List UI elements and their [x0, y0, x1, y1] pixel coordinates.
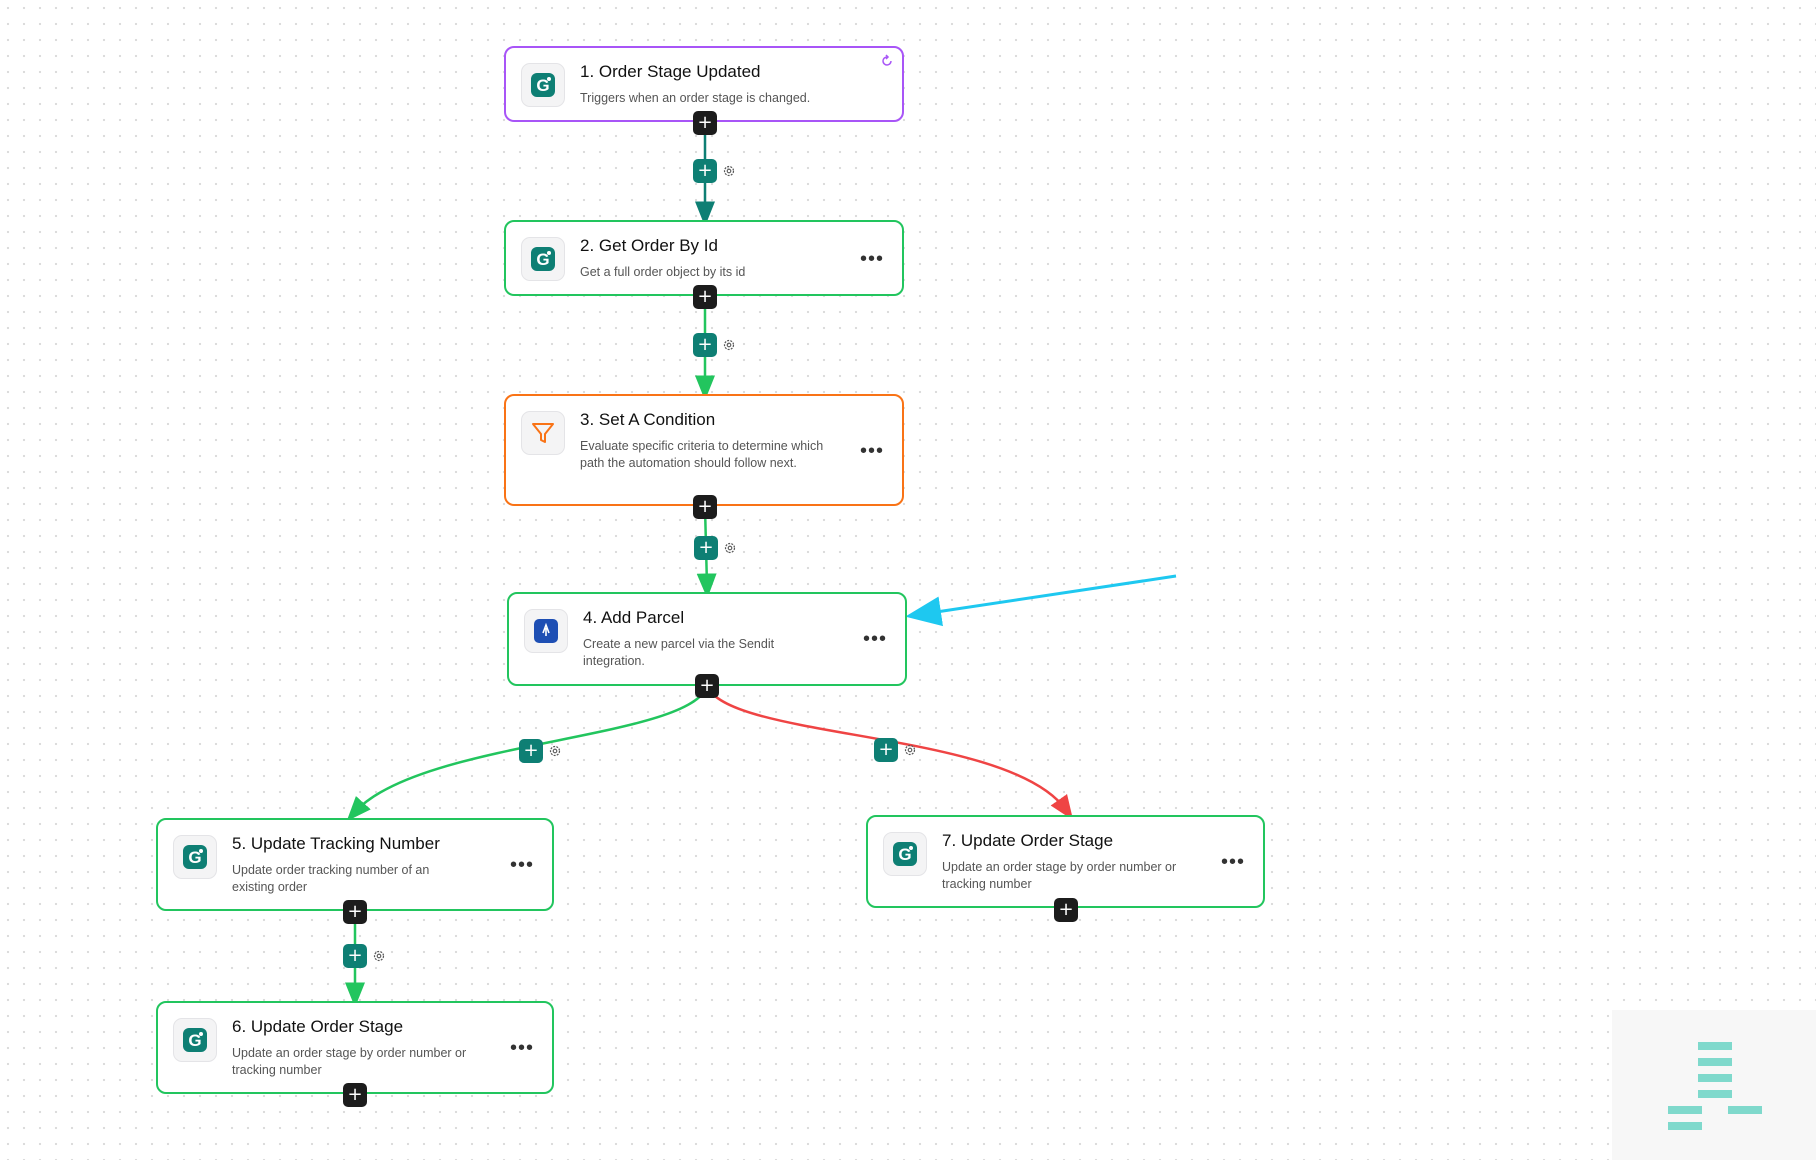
node-description: Evaluate specific criteria to determine …	[580, 439, 824, 470]
node-update-tracking-number[interactable]: G 5. Update Tracking Number Update order…	[156, 818, 554, 911]
add-step-button[interactable]: +	[693, 495, 717, 519]
minimap-node	[1698, 1058, 1732, 1066]
minimap-node	[1698, 1042, 1732, 1050]
app-g-icon: G	[173, 835, 217, 879]
node-update-order-stage-6[interactable]: G 6. Update Order Stage Update an order …	[156, 1001, 554, 1094]
node-title: 2. Get Order By Id	[580, 236, 718, 255]
app-g-icon: G	[173, 1018, 217, 1062]
more-options-icon[interactable]: •••	[509, 1037, 534, 1059]
add-step-button[interactable]: +	[693, 285, 717, 309]
sendit-icon	[524, 609, 568, 653]
annotation-arrow	[905, 574, 1177, 627]
node-title: 3. Set A Condition	[580, 410, 716, 429]
minimap[interactable]	[1612, 1010, 1816, 1160]
svg-text:G: G	[898, 845, 911, 864]
more-options-icon[interactable]: •••	[862, 628, 887, 650]
app-g-icon: G	[521, 63, 565, 107]
svg-text:G: G	[188, 1031, 201, 1050]
node-title: 6. Update Order Stage	[232, 1017, 404, 1036]
minimap-node	[1668, 1122, 1702, 1130]
edge-settings-gear-icon[interactable]	[722, 338, 736, 352]
edge-settings-gear-icon[interactable]	[548, 744, 562, 758]
node-description: Get a full order object by its id	[580, 265, 746, 279]
edge-settings-gear-icon[interactable]	[723, 541, 737, 555]
node-add-parcel[interactable]: 4. Add Parcel Create a new parcel via th…	[507, 592, 907, 686]
add-step-button[interactable]: +	[693, 111, 717, 135]
edge-settings-gear-icon[interactable]	[372, 949, 386, 963]
svg-text:G: G	[536, 76, 549, 95]
minimap-node	[1698, 1074, 1732, 1082]
add-step-button[interactable]: +	[343, 1083, 367, 1107]
insert-step-button[interactable]: +	[693, 159, 717, 183]
filter-icon	[521, 411, 565, 455]
svg-text:G: G	[536, 250, 549, 269]
node-order-stage-updated[interactable]: G 1. Order Stage Updated Triggers when a…	[504, 46, 904, 122]
add-step-button[interactable]: +	[343, 900, 367, 924]
node-title: 1. Order Stage Updated	[580, 62, 761, 81]
add-step-button[interactable]: +	[695, 674, 719, 698]
more-options-icon[interactable]: •••	[859, 248, 884, 270]
insert-step-button[interactable]: +	[343, 944, 367, 968]
node-description: Update an order stage by order number or…	[942, 860, 1177, 891]
node-description: Update an order stage by order number or…	[232, 1046, 467, 1077]
add-step-button[interactable]: +	[1054, 898, 1078, 922]
node-title: 7. Update Order Stage	[942, 831, 1114, 850]
minimap-node	[1698, 1090, 1732, 1098]
app-g-icon: G	[883, 832, 927, 876]
app-g-icon: G	[521, 237, 565, 281]
edge-settings-gear-icon[interactable]	[903, 743, 917, 757]
node-update-order-stage-7[interactable]: G 7. Update Order Stage Update an order …	[866, 815, 1265, 908]
insert-step-button[interactable]: +	[519, 739, 543, 763]
node-description: Triggers when an order stage is changed.	[580, 91, 811, 105]
node-title: 4. Add Parcel	[583, 608, 685, 627]
node-description: Update order tracking number of an exist…	[232, 863, 430, 894]
trigger-refresh-icon[interactable]	[880, 54, 894, 73]
more-options-icon[interactable]: •••	[509, 854, 534, 876]
svg-text:G: G	[188, 848, 201, 867]
insert-step-button[interactable]: +	[694, 536, 718, 560]
more-options-icon[interactable]: •••	[1220, 851, 1245, 873]
node-set-a-condition[interactable]: 3. Set A Condition Evaluate specific cri…	[504, 394, 904, 506]
node-title: 5. Update Tracking Number	[232, 834, 440, 853]
more-options-icon[interactable]: •••	[859, 440, 884, 462]
insert-step-button[interactable]: +	[874, 738, 898, 762]
node-description: Create a new parcel via the Sendit integ…	[583, 637, 775, 668]
minimap-node	[1728, 1106, 1762, 1114]
edge-settings-gear-icon[interactable]	[722, 164, 736, 178]
insert-step-button[interactable]: +	[693, 333, 717, 357]
minimap-node	[1668, 1106, 1702, 1114]
